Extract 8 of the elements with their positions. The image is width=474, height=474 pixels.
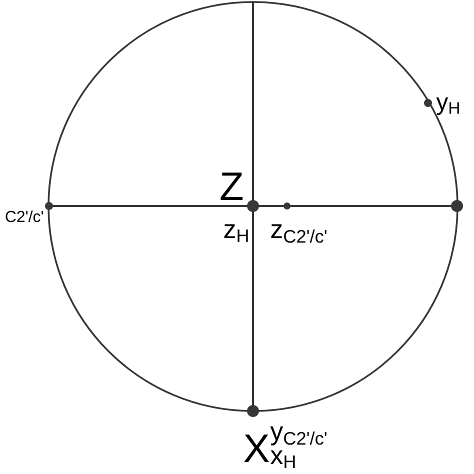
point-label: y$_{H}$ — [436, 97, 459, 115]
point-label: z$_{H}$ — [224, 224, 248, 242]
point-label: X — [244, 434, 269, 462]
point-label: x$_{H}$ — [270, 450, 295, 468]
point-label: C2'/c' — [6, 210, 43, 222]
point-label: z$_{C2'/c'}$ — [271, 224, 326, 243]
point-label: y$_{C2'/c'}$ — [270, 426, 326, 446]
point-label: Z — [220, 172, 243, 200]
